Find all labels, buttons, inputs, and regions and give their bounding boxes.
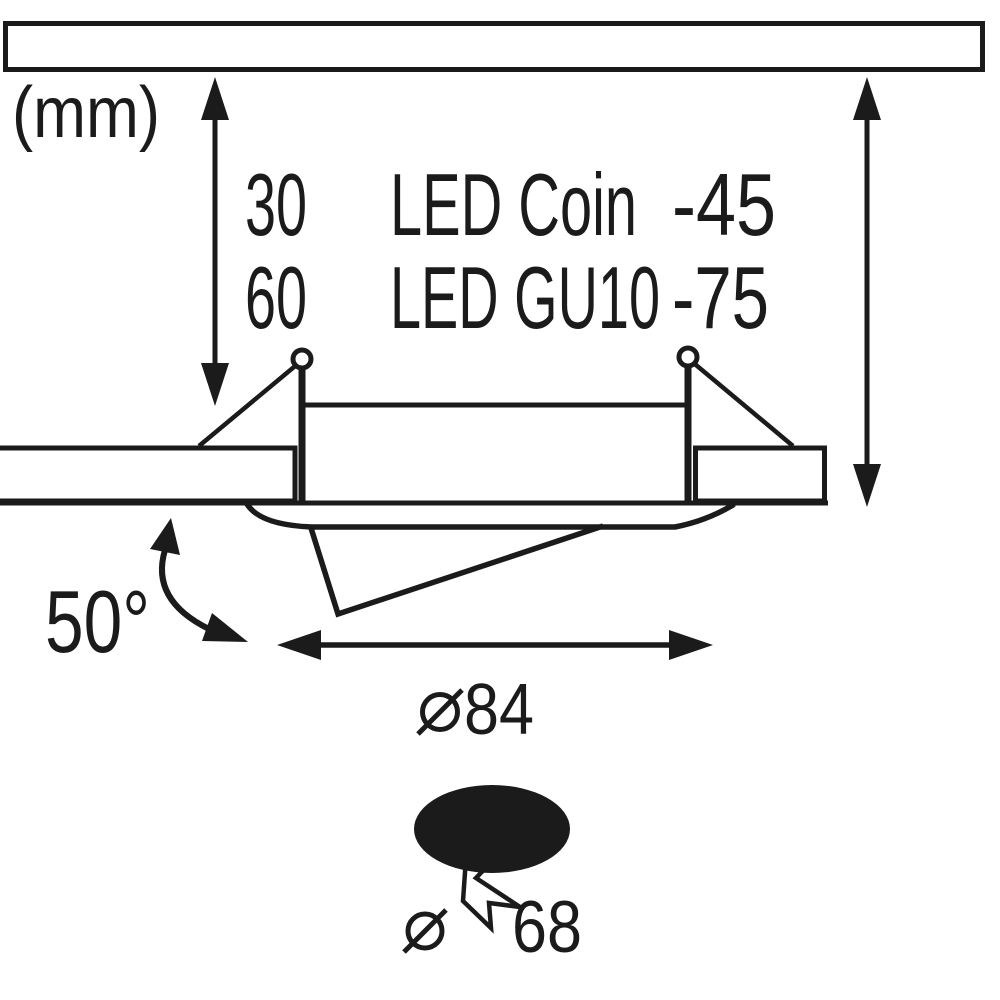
arrowhead-right-icon: [669, 630, 713, 660]
arrowhead-left-icon: [277, 630, 321, 660]
arrowhead-up-icon: [853, 77, 881, 120]
spring-clip-wire-left: [197, 360, 302, 448]
ceiling-cross-section-right: [693, 445, 827, 504]
spec-row1-depth: 30: [245, 155, 307, 254]
spec-row2-total: -75: [672, 248, 769, 347]
arrowhead-down-icon: [201, 363, 229, 406]
recessed-housing: [197, 345, 795, 501]
total-depth-dimension-arrow: [853, 77, 881, 507]
cutout-diameter-value: 68: [512, 887, 582, 968]
spring-clip-pivot-left: [290, 347, 314, 371]
spring-clip-pivot-right: [676, 345, 700, 369]
outer-diameter-value: 84: [464, 670, 534, 750]
outer-diameter-arrow: [277, 630, 713, 660]
tilt-angle-arrow: [150, 518, 248, 642]
tilt-angle-label: 50°: [45, 572, 150, 671]
spec-row1-lamp: LED Coin: [390, 155, 637, 254]
cutout-hole-symbol: [414, 785, 570, 934]
recess-depth-dimension-arrow: [201, 77, 229, 406]
spec-table: 30 LED Coin -45 60 LED GU10 -75: [245, 155, 776, 347]
tilted-lamp-outline: [308, 523, 604, 618]
ceiling-front-panel: [3, 21, 985, 72]
arrowhead-down-icon: [853, 464, 881, 507]
arrowhead-up-icon: [150, 518, 180, 555]
arrowhead-down-right-icon: [202, 613, 248, 642]
outer-diameter-label: 84: [416, 670, 534, 750]
spec-row2-depth: 60: [245, 248, 307, 347]
lightning-bolt-icon: [460, 798, 522, 934]
spec-row1-total: -45: [672, 155, 776, 254]
spec-row2-lamp: LED GU10: [390, 248, 660, 347]
cutout-hole-icon: [414, 785, 570, 873]
unit-label: (mm): [12, 73, 160, 153]
diameter-symbol-icon: [416, 688, 464, 736]
cutout-diameter-label: 68: [402, 887, 582, 968]
arrowhead-up-icon: [201, 77, 229, 120]
ceiling-cross-section-left: [0, 445, 298, 504]
spring-clip-wire-right: [688, 358, 795, 448]
trim-ring-outline: [244, 501, 736, 530]
diameter-symbol-icon: [402, 908, 448, 954]
